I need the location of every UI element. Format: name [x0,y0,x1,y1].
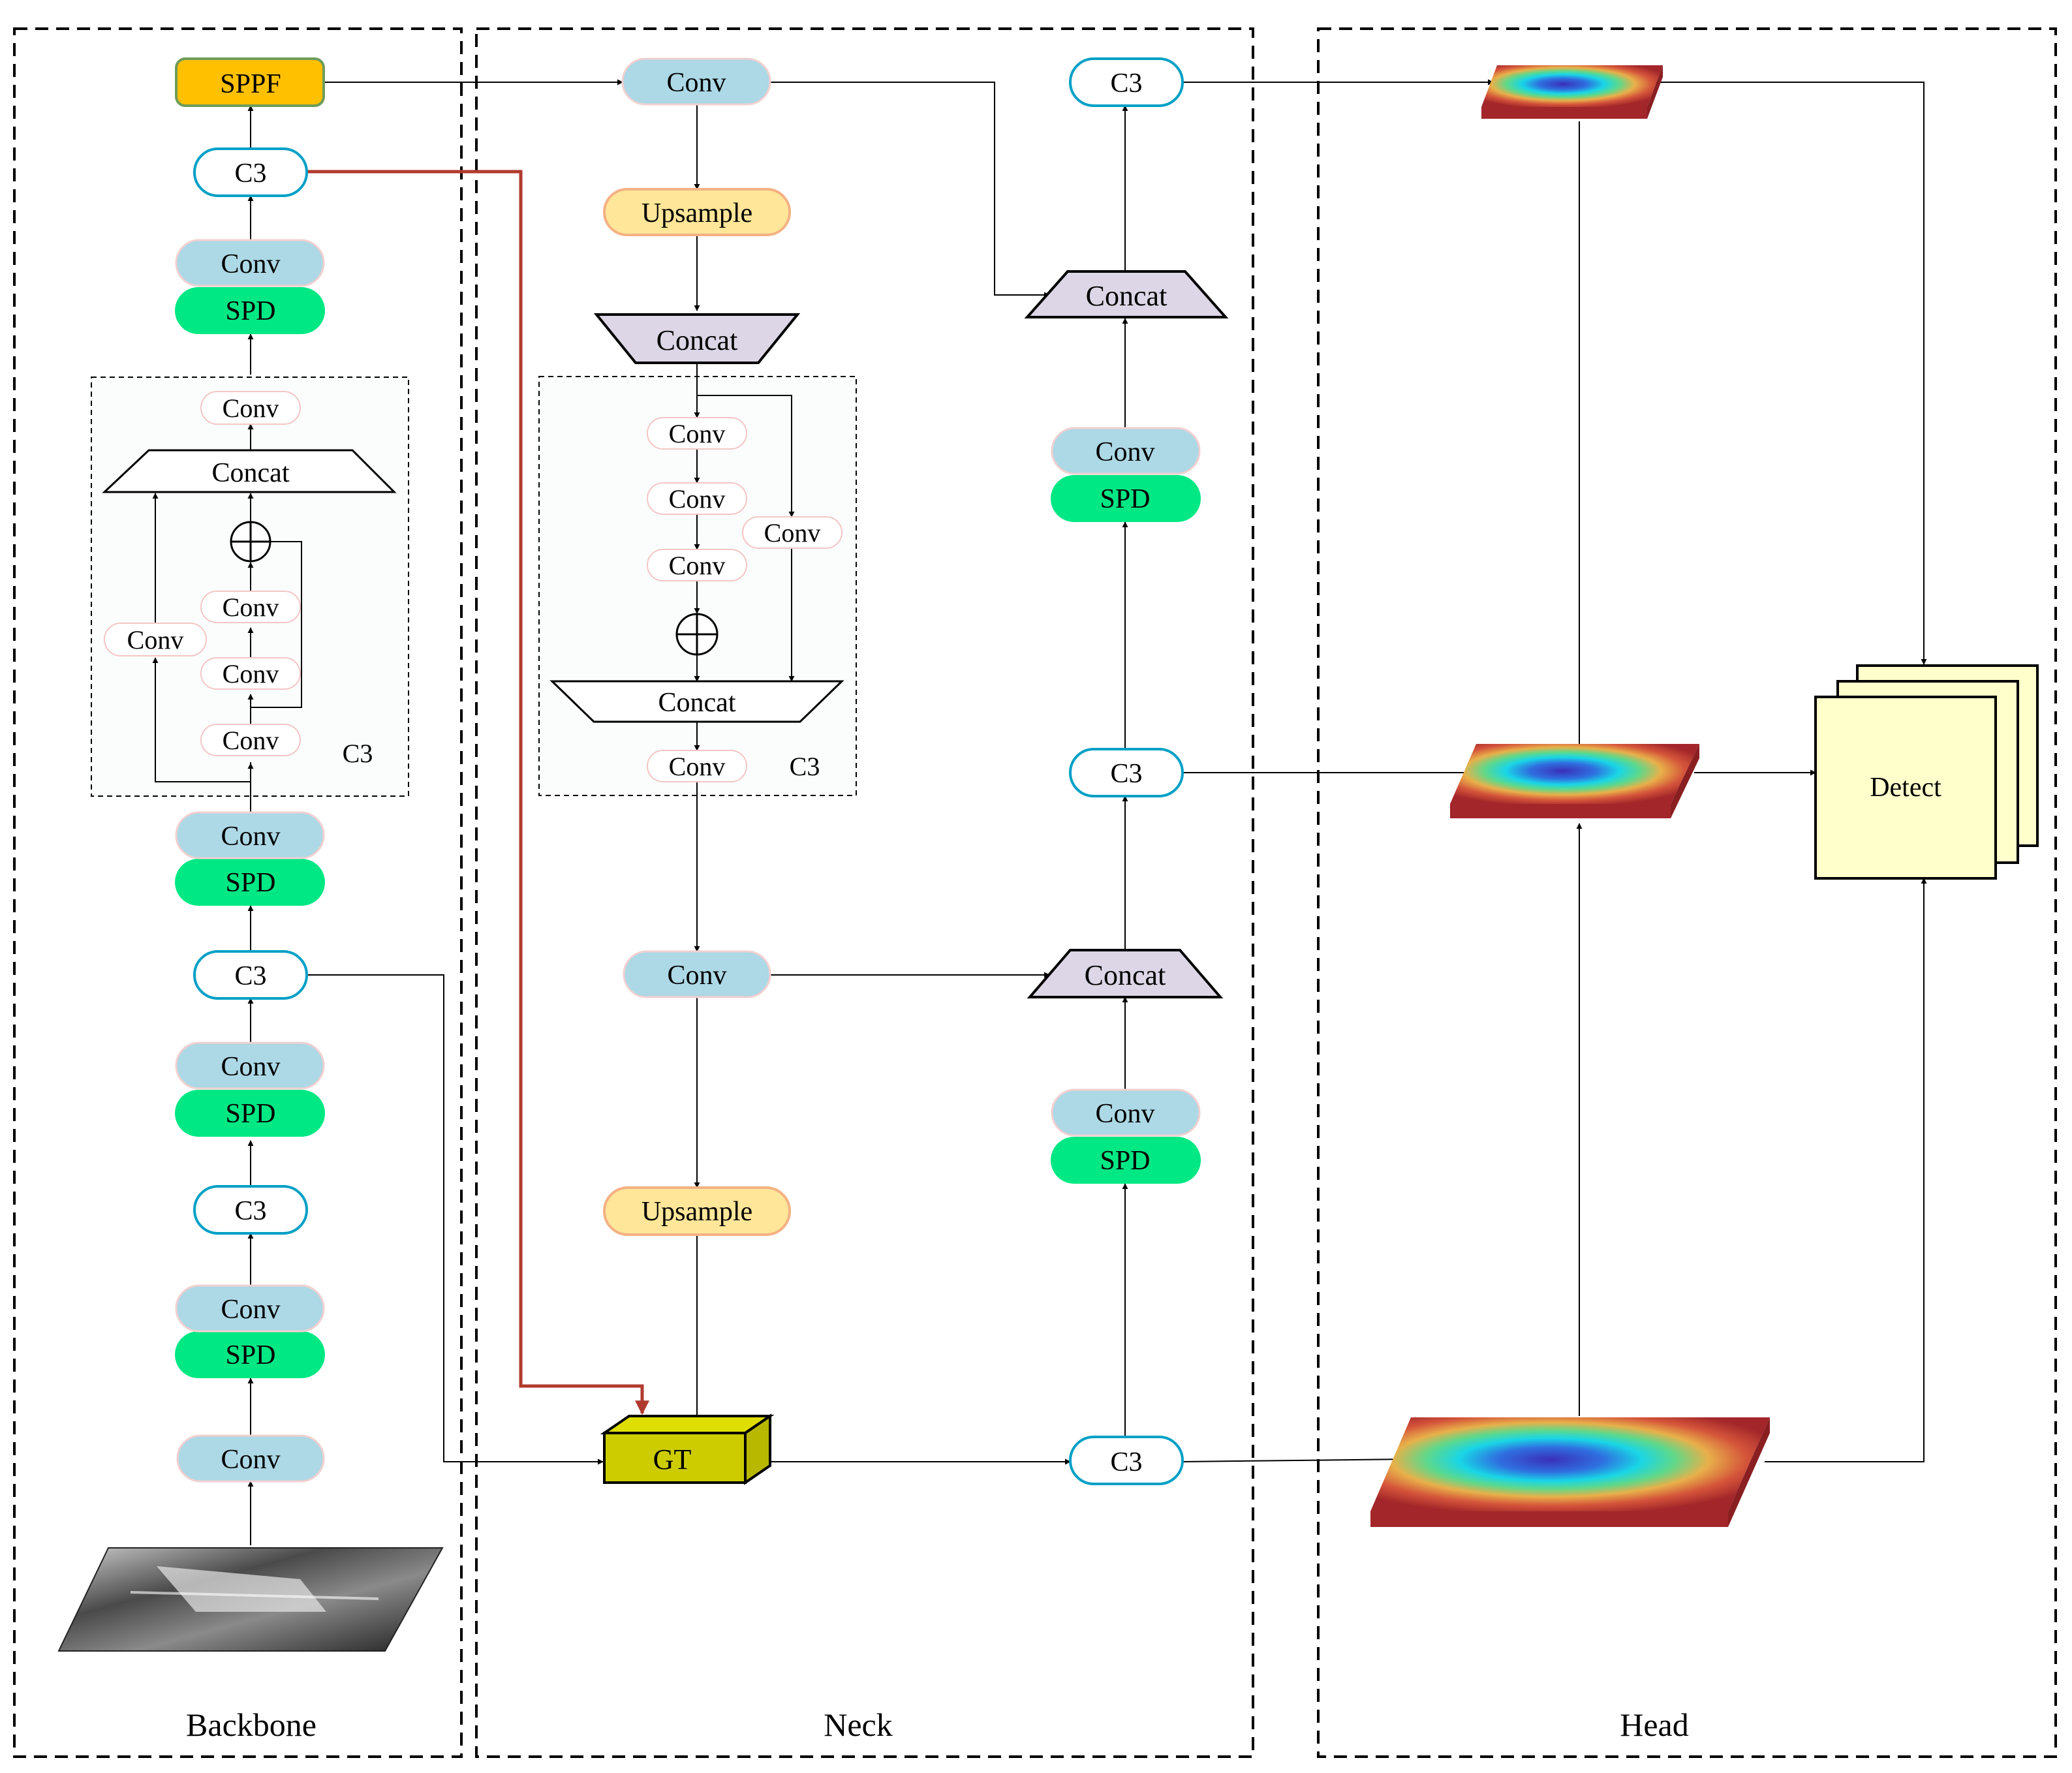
backbone-spd-4-label: SPD [225,296,275,326]
neck-section: Neck [475,27,1254,1758]
neck-c3-detail-conv-2-label: Conv [669,484,726,514]
c3-detail-conv-out[interactable]: Conv [200,391,301,425]
neck-concat-mid[interactable]: Concat [1027,949,1224,998]
c3-detail-conv-a-label: Conv [223,593,279,622]
backbone-c3-detail: Conv Conv Conv Conv Concat Conv [102,391,397,756]
c3-detail-conv-side-label: Conv [127,625,184,655]
neck-upsample-top[interactable]: Upsample [603,188,791,236]
sppf-label: SPPF [220,69,281,99]
backbone-c3-2[interactable]: C3 [193,950,308,1000]
backbone-c3-3[interactable]: C3 [193,147,308,197]
neck-conv-top-label: Conv [666,68,726,98]
neck-c3-detail-conv-out-label: Conv [669,752,726,781]
backbone-section: Backbone [13,27,463,1758]
backbone-conv-5-label: Conv [221,249,280,279]
backbone-c3-1-label: C3 [234,1196,266,1226]
neck-spd-bottom-label: SPD [1100,1146,1150,1176]
neck-c3-detail-conv-2[interactable]: Conv [647,482,747,515]
neck-c3-detail-conv-3[interactable]: Conv [647,549,747,581]
backbone-conv-3-label: Conv [221,1052,280,1082]
backbone-title: Backbone [186,1706,317,1743]
backbone-spd-2-label: SPD [225,1099,275,1129]
neck-conv-top-right-label: Conv [1095,437,1154,467]
neck-c3-mid[interactable]: C3 [1069,748,1184,797]
backbone-conv-spd-4[interactable]: Conv SPD [175,239,325,334]
neck-c3-detail-add-icon [675,613,719,656]
neck-c3-detail-conv-side-label: Conv [764,518,821,547]
detect-block[interactable]: Detect [1814,664,2039,880]
neck-upsample-bottom[interactable]: Upsample [603,1186,791,1236]
neck-c3-detail-label: C3 [790,752,820,781]
neck-concat-top-label: Concat [657,324,738,356]
backbone-c3-3-label: C3 [234,159,266,189]
neck-c3-top[interactable]: C3 [1069,57,1184,107]
connectors [152,79,1927,1545]
head-section: Head [1317,27,2057,1758]
neck-c3-bottom[interactable]: C3 [1069,1436,1184,1485]
backbone-c3-1[interactable]: C3 [193,1185,308,1235]
backbone-spd-1-label: SPD [225,1340,275,1370]
sppf-block[interactable]: SPPF [175,57,325,107]
detect-label: Detect [1870,773,1941,803]
gt-label: GT [653,1443,692,1475]
neck-c3-detail-concat-label: Concat [658,688,736,718]
c3-detail-conv-in-label: Conv [223,726,279,755]
c3-detail-conv-b-label: Conv [223,659,279,688]
neck-conv-spd-top[interactable]: Conv SPD [1051,427,1201,522]
neck-c3-bottom-label: C3 [1110,1447,1142,1477]
c3-detail-conv-in[interactable]: Conv [200,724,301,756]
neck-c3-top-label: C3 [1110,69,1142,99]
neck-c3-detail-conv-3-label: Conv [669,551,726,580]
neck-c3-detail-conv-side[interactable]: Conv [742,516,843,549]
neck-upsample-top-label: Upsample [642,198,752,228]
c3-detail-conv-a[interactable]: Conv [200,591,301,623]
c3-detail-conv-b[interactable]: Conv [200,657,301,690]
backbone-conv-1[interactable]: Conv [176,1434,325,1483]
backbone-conv-2-label: Conv [221,1295,280,1325]
feature-map-small [1481,65,1663,119]
backbone-conv-spd-2[interactable]: Conv SPD [175,1041,325,1137]
c3-detail-concat-label: Concat [212,458,290,488]
c3-detail-concat[interactable]: Concat [102,449,397,493]
neck-concat-top[interactable]: Concat [593,313,801,364]
c3-detail-conv-out-label: Conv [223,393,279,423]
neck-conv-bottom-label: Conv [1095,1099,1154,1129]
neck-c3-detail-concat[interactable]: Concat [549,680,844,723]
backbone-conv-4-label: Conv [221,822,280,852]
neck-c3-detail-conv-1-label: Conv [669,419,726,448]
backbone-spd-3-label: SPD [225,868,275,898]
backbone-conv-spd-3[interactable]: Conv SPD [175,811,325,906]
neck-conv-mid[interactable]: Conv [623,950,771,998]
neck-conv-mid-label: Conv [667,961,726,991]
c3-detail-conv-side[interactable]: Conv [104,623,207,656]
neck-concat-right-top[interactable]: Concat [1024,270,1229,318]
c3-detail-add-icon [230,521,271,563]
backbone-conv-1-label: Conv [221,1445,280,1475]
neck-conv-spd-bottom[interactable]: Conv SPD [1051,1088,1201,1184]
skip-connection-arrow [307,170,649,1415]
neck-concat-mid-label: Concat [1085,959,1166,991]
head-title: Head [1620,1706,1689,1743]
neck-c3-detail-conv-out[interactable]: Conv [647,750,747,782]
neck-title: Neck [824,1706,893,1743]
neck-c3-detail-conv-1[interactable]: Conv [647,417,747,450]
neck-c3-mid-label: C3 [1110,759,1142,789]
neck-c3-detail: Conv Conv Conv Conv Concat Conv [549,417,844,782]
backbone-c3-2-label: C3 [234,961,266,991]
feature-map-medium [1450,744,1699,818]
neck-upsample-bottom-label: Upsample [642,1197,752,1227]
backbone-conv-spd-1[interactable]: Conv SPD [175,1284,325,1378]
input-image [57,1547,444,1652]
neck-concat-right-top-label: Concat [1086,280,1167,312]
gt-block[interactable]: GT [600,1413,775,1485]
feature-map-large [1370,1417,1770,1527]
backbone-c3-detail-label: C3 [343,739,373,768]
neck-conv-top[interactable]: Conv [621,57,771,106]
neck-spd-top-label: SPD [1100,484,1150,514]
